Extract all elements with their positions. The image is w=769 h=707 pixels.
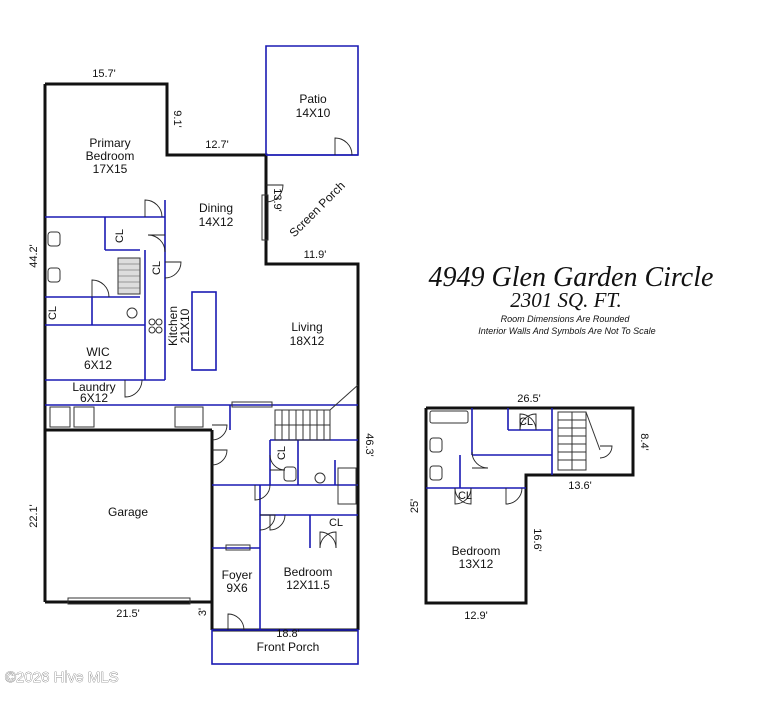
doors <box>91 137 353 631</box>
closet-label: CL <box>519 416 533 428</box>
address-title: 4949 Glen Garden Circle <box>429 262 714 293</box>
dim-porch-width: 18.8' <box>276 628 300 640</box>
closet-labels: CL CL CL CL CL CL CL <box>47 229 533 529</box>
dim-dining-width: 12.7' <box>205 139 229 151</box>
bedroom-main-name: Bedroom <box>284 565 333 579</box>
dim-top-width: 15.7' <box>92 68 116 80</box>
dim-garage-width: 21.5' <box>116 608 140 620</box>
dimension-labels: 15.7' 9.1' 12.7' 13.9' 11.9' 44.2' 46.3'… <box>28 68 650 640</box>
closet-label: CL <box>458 490 472 502</box>
closet-label: CL <box>329 517 343 529</box>
dim-upper-step: 13.6' <box>568 480 592 492</box>
note-dimensions: Room Dimensions Are Rounded <box>501 314 631 324</box>
dim-garage-depth: 22.1' <box>28 504 40 528</box>
front-porch-outline <box>211 629 359 665</box>
wic-size: 6X12 <box>84 358 112 372</box>
dim-primary-depth: 9.1' <box>171 110 183 127</box>
primary-bedroom-name-2: Bedroom <box>86 149 135 163</box>
front-porch-name: Front Porch <box>257 640 320 654</box>
room-labels: Patio 14X10 Primary Bedroom 17X15 Dining… <box>72 92 500 654</box>
kitchen-name: Kitchen <box>166 306 180 346</box>
bedroom-main-size: 12X11.5 <box>286 578 330 592</box>
screen-porch-name: Screen Porch <box>287 179 348 240</box>
dim-porch-depth: 3' <box>197 608 209 616</box>
closet-label: CL <box>276 446 288 460</box>
dining-size: 14X12 <box>199 215 234 229</box>
foyer-size: 9X6 <box>226 581 248 595</box>
dim-upper-width: 26.5' <box>517 393 541 405</box>
living-name: Living <box>291 320 322 334</box>
upper-floor <box>424 406 635 605</box>
closet-label: CL <box>47 306 59 320</box>
foyer-name: Foyer <box>222 568 253 582</box>
note-interior-walls: Interior Walls And Symbols Are Not To Sc… <box>478 326 655 336</box>
dining-name: Dining <box>199 201 233 215</box>
dim-upper-right: 8.4' <box>638 433 650 450</box>
dim-upper-bottom: 12.9' <box>464 610 488 622</box>
closet-label: CL <box>114 229 126 243</box>
garage-name: Garage <box>108 505 148 519</box>
living-size: 18X12 <box>290 334 325 348</box>
laundry-name: Laundry <box>72 380 115 394</box>
primary-bedroom-size: 17X15 <box>93 162 128 176</box>
laundry-size: 6X12 <box>80 391 108 405</box>
fixtures <box>47 194 359 605</box>
dim-screen-width: 11.9' <box>304 249 327 261</box>
bedroom-upper-size: 13X12 <box>459 557 494 571</box>
dim-screen-depth: 13.9' <box>271 188 283 212</box>
wic-name: WIC <box>86 345 110 359</box>
dim-upper-left: 25' <box>409 499 421 513</box>
dim-upper-bed-depth: 16.6' <box>531 528 543 552</box>
patio-name: Patio <box>299 92 327 106</box>
patio-size: 14X10 <box>296 106 331 120</box>
dim-left-depth: 44.2' <box>28 244 40 268</box>
bedroom-upper-name: Bedroom <box>452 544 501 558</box>
title-block: 4949 Glen Garden Circle 2301 SQ. FT. Roo… <box>429 262 714 336</box>
kitchen-size: 21X10 <box>178 308 192 343</box>
watermark: ©2026 Hive MLS <box>5 669 119 686</box>
dim-right-depth: 46.3' <box>363 433 375 457</box>
sqft-subtitle: 2301 SQ. FT. <box>510 288 622 312</box>
primary-bedroom-name-1: Primary <box>89 136 130 150</box>
closet-label: CL <box>151 261 163 275</box>
